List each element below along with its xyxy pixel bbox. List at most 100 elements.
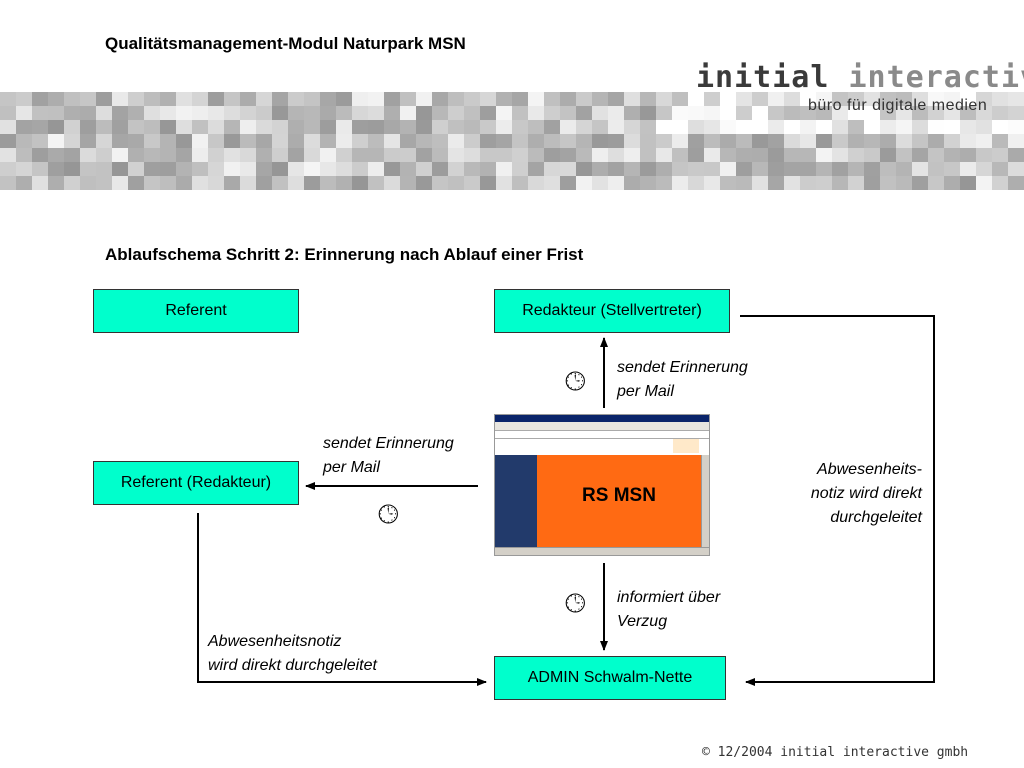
mosaic-tile xyxy=(368,134,384,148)
mosaic-tile xyxy=(576,162,592,176)
mosaic-tile xyxy=(0,106,16,120)
mosaic-tile xyxy=(640,92,656,106)
mosaic-tile xyxy=(624,120,640,134)
mosaic-tile xyxy=(1008,92,1024,106)
mosaic-tile xyxy=(176,148,192,162)
mosaic-tile xyxy=(304,92,320,106)
mosaic-tile xyxy=(544,106,560,120)
mosaic-tile xyxy=(928,162,944,176)
mosaic-tile xyxy=(592,134,608,148)
mosaic-tile xyxy=(608,176,624,190)
mosaic-tile xyxy=(288,120,304,134)
mosaic-tile xyxy=(672,106,688,120)
mosaic-tile xyxy=(32,120,48,134)
mosaic-tile xyxy=(144,120,160,134)
browser-toolbar xyxy=(495,422,709,431)
mosaic-tile xyxy=(1008,106,1024,120)
mosaic-tile xyxy=(352,106,368,120)
mosaic-tile xyxy=(672,92,688,106)
mosaic-tile xyxy=(0,92,16,106)
mosaic-tile xyxy=(720,148,736,162)
mosaic-tile xyxy=(64,176,80,190)
mosaic-tile xyxy=(192,134,208,148)
mosaic-tile xyxy=(240,120,256,134)
mosaic-tile xyxy=(896,148,912,162)
mosaic-tile xyxy=(704,92,720,106)
mosaic-tile xyxy=(128,162,144,176)
mosaic-tile xyxy=(768,148,784,162)
mosaic-tile xyxy=(1008,134,1024,148)
mosaic-tile xyxy=(400,120,416,134)
mosaic-tile xyxy=(432,162,448,176)
mosaic-tile xyxy=(336,92,352,106)
mosaic-tile xyxy=(32,106,48,120)
mosaic-tile xyxy=(848,162,864,176)
mosaic-tile xyxy=(672,134,688,148)
mosaic-tile xyxy=(320,148,336,162)
mosaic-tile xyxy=(560,120,576,134)
mosaic-tile xyxy=(48,134,64,148)
mosaic-tile xyxy=(544,120,560,134)
mosaic-tile xyxy=(480,162,496,176)
mosaic-tile xyxy=(336,120,352,134)
mosaic-tile xyxy=(272,176,288,190)
mosaic-tile xyxy=(400,92,416,106)
mosaic-tile xyxy=(80,106,96,120)
mosaic-tile xyxy=(336,162,352,176)
mosaic-tile xyxy=(160,92,176,106)
mosaic-tile xyxy=(928,92,944,106)
mosaic-tile xyxy=(784,106,800,120)
mosaic-tile xyxy=(592,162,608,176)
mosaic-tile xyxy=(784,162,800,176)
mosaic-tile xyxy=(752,106,768,120)
site-content xyxy=(537,455,701,547)
mosaic-tile xyxy=(592,106,608,120)
mosaic-tile xyxy=(352,148,368,162)
mosaic-tile xyxy=(384,92,400,106)
mosaic-tile xyxy=(464,148,480,162)
mosaic-tile xyxy=(0,134,16,148)
mosaic-tile xyxy=(432,134,448,148)
mosaic-tile xyxy=(48,120,64,134)
mosaic-tile xyxy=(464,92,480,106)
mosaic-tile xyxy=(960,148,976,162)
mosaic-tile xyxy=(944,120,960,134)
mosaic-tile xyxy=(112,134,128,148)
mosaic-tile xyxy=(976,106,992,120)
mosaic-tile xyxy=(512,92,528,106)
mosaic-tile xyxy=(608,92,624,106)
mosaic-tile xyxy=(672,162,688,176)
mosaic-tile xyxy=(48,106,64,120)
mosaic-tile xyxy=(208,92,224,106)
mosaic-tile xyxy=(560,162,576,176)
mosaic-tile xyxy=(384,162,400,176)
mosaic-tile xyxy=(320,120,336,134)
mosaic-tile xyxy=(64,92,80,106)
mosaic-tile xyxy=(672,148,688,162)
mosaic-tile xyxy=(720,120,736,134)
loop-redakteur-to-admin xyxy=(740,315,935,686)
mosaic-tile xyxy=(784,92,800,106)
mosaic-tile xyxy=(16,134,32,148)
mosaic-tile xyxy=(320,162,336,176)
mosaic-tile xyxy=(464,162,480,176)
mosaic-tile xyxy=(496,134,512,148)
mosaic-tile xyxy=(288,162,304,176)
label-absence-note-right: Abwesenheits- notiz wird direkt durchgel… xyxy=(770,458,922,530)
mosaic-tile xyxy=(368,106,384,120)
mosaic-tile xyxy=(944,148,960,162)
mosaic-tile xyxy=(320,176,336,190)
mosaic-tile xyxy=(96,176,112,190)
clock-icon: 🕒︎ xyxy=(565,366,586,396)
mosaic-tile xyxy=(832,92,848,106)
mosaic-tile xyxy=(288,176,304,190)
mosaic-tile xyxy=(880,134,896,148)
mosaic-tile xyxy=(400,148,416,162)
mosaic-tile xyxy=(416,120,432,134)
mosaic-tile xyxy=(368,176,384,190)
mosaic-tile xyxy=(704,134,720,148)
mosaic-tile xyxy=(816,92,832,106)
mosaic-tile xyxy=(512,134,528,148)
mosaic-tile xyxy=(656,162,672,176)
mosaic-tile xyxy=(352,176,368,190)
